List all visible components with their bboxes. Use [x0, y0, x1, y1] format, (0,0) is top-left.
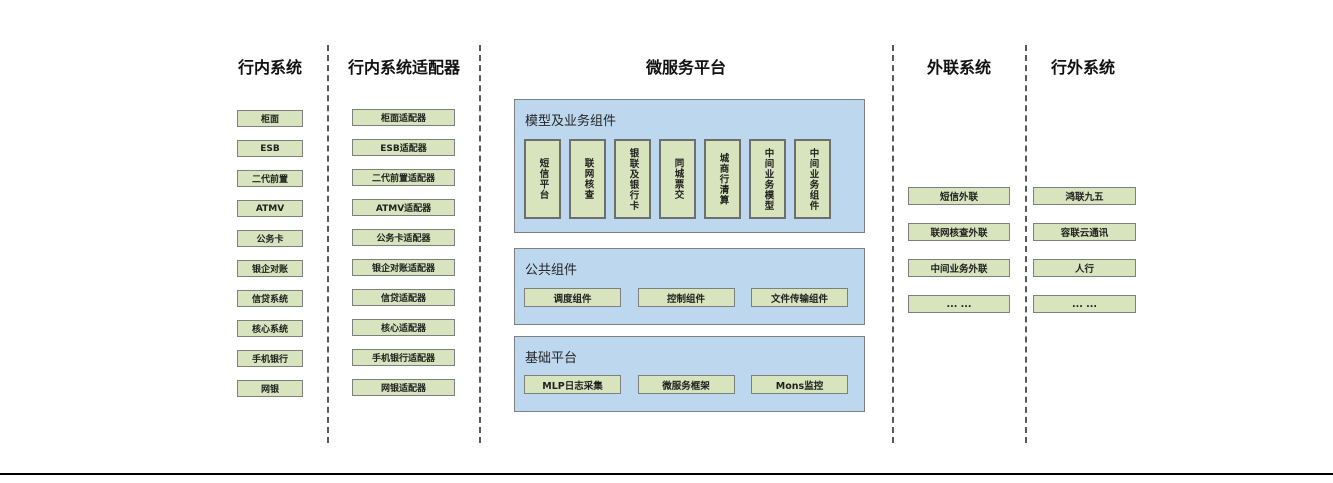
panel-label-common-components: 公共组件 — [525, 263, 578, 278]
model-component-box: 中间业务组件 — [794, 139, 831, 219]
column-divider-4 — [1025, 45, 1027, 443]
model-component-box: 城商行清算 — [704, 139, 741, 219]
outside-bank-box: 人行 — [1033, 259, 1136, 277]
model-components-row: 短信平台联网核查银联及银行卡同城票交城商行清算中间业务模型中间业务组件 — [524, 139, 831, 219]
base-platform-box: MLP日志采集 — [524, 375, 621, 394]
panel-label-model-business: 模型及业务组件 — [525, 114, 617, 129]
model-component-box: 中间业务模型 — [749, 139, 786, 219]
inbank-adapter-box: 核心适配器 — [352, 319, 455, 336]
inbank-adapter-box: 公务卡适配器 — [352, 229, 455, 246]
base-platform-box: Mons监控 — [751, 375, 848, 394]
common-component-box: 控制组件 — [637, 288, 735, 307]
panel-label-base-platform: 基础平台 — [525, 351, 578, 366]
external-link-box: 短信外联 — [908, 187, 1010, 205]
column-divider-1 — [327, 45, 329, 443]
outside-bank-box: ... ... — [1033, 295, 1136, 313]
outside-bank-column: 鸿联九五容联云通讯人行 ... ... — [1033, 187, 1136, 313]
column-header-external-link-systems: 外联系统 — [926, 58, 991, 77]
model-component-box: 同城票交 — [659, 139, 696, 219]
external-link-box: 联网核查外联 — [908, 223, 1010, 241]
inbank-adapter-box: ATMV适配器 — [352, 199, 455, 216]
external-link-column: 短信外联联网核查外联中间业务外联 ... ... — [908, 187, 1010, 313]
inbank-system-box: ESB — [237, 140, 303, 157]
common-component-box: 文件传输组件 — [751, 288, 848, 307]
inbank-systems-column: 柜面 ESB 二代前置 ATMV 公务卡银企对账信贷系统核心系统手机银行网银 — [237, 110, 303, 397]
panel-common-components: 公共组件 调度组件控制组件文件传输组件 — [514, 248, 865, 325]
inbank-adapter-box: 手机银行适配器 — [352, 349, 455, 366]
outside-bank-box: 鸿联九五 — [1033, 187, 1136, 205]
column-divider-3 — [892, 45, 894, 443]
base-platform-row: MLP日志采集微服务框架 Mons监控 — [524, 375, 848, 394]
panel-base-platform: 基础平台 MLP日志采集微服务框架 Mons监控 — [514, 336, 865, 412]
external-link-box: ... ... — [908, 295, 1010, 313]
inbank-system-box: ATMV — [237, 200, 303, 217]
inbank-adapter-box: 二代前置适配器 — [352, 169, 455, 186]
base-platform-box: 微服务框架 — [637, 375, 735, 394]
inbank-adapter-box: ESB适配器 — [352, 139, 455, 156]
inbank-system-box: 公务卡 — [237, 230, 303, 247]
inbank-system-box: 信贷系统 — [237, 290, 303, 307]
inbank-system-box: 手机银行 — [237, 350, 303, 367]
inbank-system-box: 二代前置 — [237, 170, 303, 187]
common-component-box: 调度组件 — [524, 288, 621, 307]
bottom-divider-line — [0, 473, 1333, 475]
inbank-system-box: 银企对账 — [237, 260, 303, 277]
model-component-box: 银联及银行卡 — [614, 139, 651, 219]
inbank-system-box: 网银 — [237, 380, 303, 397]
inbank-adapters-column: 柜面适配器 ESB适配器二代前置适配器 ATMV适配器公务卡适配器银企对账适配器信贷… — [352, 109, 455, 396]
inbank-adapter-box: 银企对账适配器 — [352, 259, 455, 276]
column-header-outside-bank-systems: 行外系统 — [1050, 58, 1115, 77]
panel-model-business-components: 模型及业务组件 短信平台联网核查银联及银行卡同城票交城商行清算中间业务模型中间业… — [514, 99, 865, 233]
inbank-system-box: 柜面 — [237, 110, 303, 127]
inbank-adapter-box: 网银适配器 — [352, 379, 455, 396]
column-header-inbank-adapters: 行内系统适配器 — [347, 58, 460, 77]
outside-bank-box: 容联云通讯 — [1033, 223, 1136, 241]
model-component-box: 联网核查 — [569, 139, 606, 219]
platform-title: 微服务平台 — [645, 58, 726, 77]
common-components-row: 调度组件控制组件文件传输组件 — [524, 288, 848, 307]
inbank-adapter-box: 柜面适配器 — [352, 109, 455, 126]
inbank-adapter-box: 信贷适配器 — [352, 289, 455, 306]
external-link-box: 中间业务外联 — [908, 259, 1010, 277]
column-divider-2 — [479, 45, 481, 443]
inbank-system-box: 核心系统 — [237, 320, 303, 337]
column-header-inbank-systems: 行内系统 — [237, 58, 302, 77]
model-component-box: 短信平台 — [524, 139, 561, 219]
